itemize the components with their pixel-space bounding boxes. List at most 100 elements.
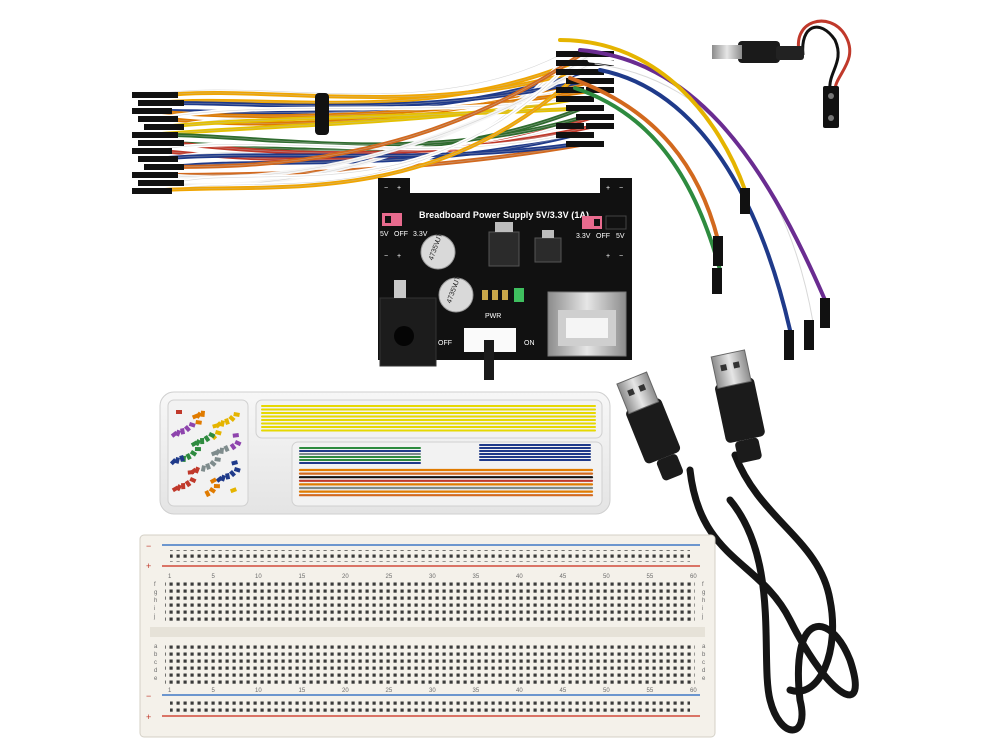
bundle-pin-right [556, 69, 584, 75]
bundle-pin-right [556, 51, 584, 57]
bundle-pin-left [138, 180, 166, 186]
bundle-pin-right [556, 60, 584, 66]
breadboard-row-letter: c [154, 660, 157, 666]
breadboard-column-number: 20 [342, 688, 349, 694]
left-jumper-33v: 3.3V [413, 231, 428, 238]
breadboard-column-number: 15 [299, 574, 306, 580]
capacitor-1-voltage: 35V [431, 239, 442, 253]
dc-barrel-jack-cable [712, 19, 852, 128]
capacitor-1-value: 47 [428, 252, 437, 262]
breadboard-row-letter: a [154, 644, 158, 650]
breadboard-row-letter: h [154, 598, 157, 604]
switch-on-label: ON [524, 340, 535, 347]
bundle-pin-right [576, 114, 604, 120]
breadboard-row-letter: a [702, 644, 706, 650]
breadboard-row-letter: i [154, 606, 155, 612]
breadboard-column-number: 40 [516, 574, 523, 580]
bundle-pin-right [566, 141, 594, 147]
bundle-pin-left [156, 180, 184, 186]
bundle-pin-right [576, 51, 604, 57]
power-supply-module: − + + − − + + − Breadboard Power Supply … [378, 178, 632, 380]
capacitor-2-value: 47 [446, 295, 455, 305]
breadboard-column-number: 15 [299, 688, 306, 694]
bundle-pin-left [138, 116, 166, 122]
rail-minus-top-left: − [384, 185, 388, 192]
rail-plus-mid-left: + [397, 253, 401, 260]
right-jumper-off: OFF [596, 233, 610, 240]
breadboard-column-number: 30 [429, 688, 436, 694]
bundle-pin-left [132, 108, 160, 114]
breadboard-row-letter: g [154, 590, 157, 596]
breadboard-row-letter: g [702, 590, 705, 596]
breadboard-column-number: 50 [603, 688, 610, 694]
rail-plus-top-right: + [606, 185, 610, 192]
capacitor-2-series: UT [453, 275, 463, 287]
breadboard-column-number: 25 [386, 574, 393, 580]
breadboard-row-letter: i [702, 606, 703, 612]
right-jumper-33v: 3.3V [576, 233, 591, 240]
bottom-rail-minus: − [146, 691, 151, 701]
breadboard-column-number: 1 [168, 688, 172, 694]
bundle-pin-left [132, 172, 160, 178]
loose-wire-pins [712, 188, 830, 360]
rail-minus-top-right: − [619, 185, 623, 192]
bundle-pin-left [156, 140, 184, 146]
bundle-pin-left [132, 132, 160, 138]
pwr-label: PWR [485, 313, 501, 320]
loose-jumper-wires [558, 38, 827, 332]
capacitor-2: 47 35V UT [438, 275, 474, 313]
breadboard-column-number: 35 [473, 688, 480, 694]
top-rail-plus: + [146, 561, 151, 571]
bundle-pin-right [586, 123, 614, 129]
left-jumper-off: OFF [394, 231, 408, 238]
jumper-wire-bundle [132, 51, 614, 194]
bundle-pin-left [150, 172, 178, 178]
capacitor-2-voltage: 35V [449, 282, 460, 296]
bundle-pin-left [132, 148, 160, 154]
module-title: Breadboard Power Supply 5V/3.3V (1A) [419, 210, 589, 220]
top-rail-minus: − [146, 541, 151, 551]
breadboard-column-number: 1 [168, 574, 172, 580]
breadboard-row-letter: d [154, 668, 157, 674]
cable-tie [315, 93, 329, 135]
breadboard-column-number: 25 [386, 688, 393, 694]
breadboard-column-number: 45 [560, 688, 567, 694]
breadboard-row-letter: j [153, 614, 155, 620]
capacitor-1: 47 35V UT [420, 232, 456, 270]
capacitor-1-series: UT [435, 232, 445, 244]
bundle-pin-left [138, 100, 166, 106]
breadboard-row-letter: h [702, 598, 705, 604]
breadboard-column-number: 55 [647, 688, 654, 694]
jumper-wire-kit-box [159, 391, 611, 515]
breadboard-row-letter: b [702, 652, 706, 658]
rail-plus-mid-right: + [606, 253, 610, 260]
breadboard-column-number: 50 [603, 574, 610, 580]
rail-minus-mid-left: − [384, 253, 388, 260]
breadboard-row-letter: f [702, 582, 704, 588]
bottom-rail-plus: + [146, 712, 151, 722]
breadboard-column-number: 5 [212, 574, 216, 580]
breadboard-row-letter: d [702, 668, 705, 674]
breadboard-column-number: 30 [429, 574, 436, 580]
bundle-pin-left [150, 132, 178, 138]
bundle-pin-left [132, 92, 160, 98]
bundle-pin-left [138, 156, 166, 162]
breadboard-column-number: 20 [342, 574, 349, 580]
breadboard-row-letter: f [154, 582, 156, 588]
breadboard-row-letter: j [701, 614, 703, 620]
bundle-pin-left [144, 124, 172, 130]
breadboard-row-letter: e [154, 676, 158, 682]
bundle-pin-right [556, 96, 584, 102]
breadboard-column-number: 60 [690, 688, 697, 694]
breadboard-column-number: 5 [212, 688, 216, 694]
bundle-pin-left [144, 164, 172, 170]
bundle-pin-right [556, 132, 584, 138]
bundle-pin-left [150, 92, 178, 98]
bundle-pin-right [556, 87, 584, 93]
breadboard-row-letter: c [702, 660, 705, 666]
bundle-pin-left [156, 100, 184, 106]
breadboard-column-number: 40 [516, 688, 523, 694]
breadboard-column-number: 60 [690, 574, 697, 580]
